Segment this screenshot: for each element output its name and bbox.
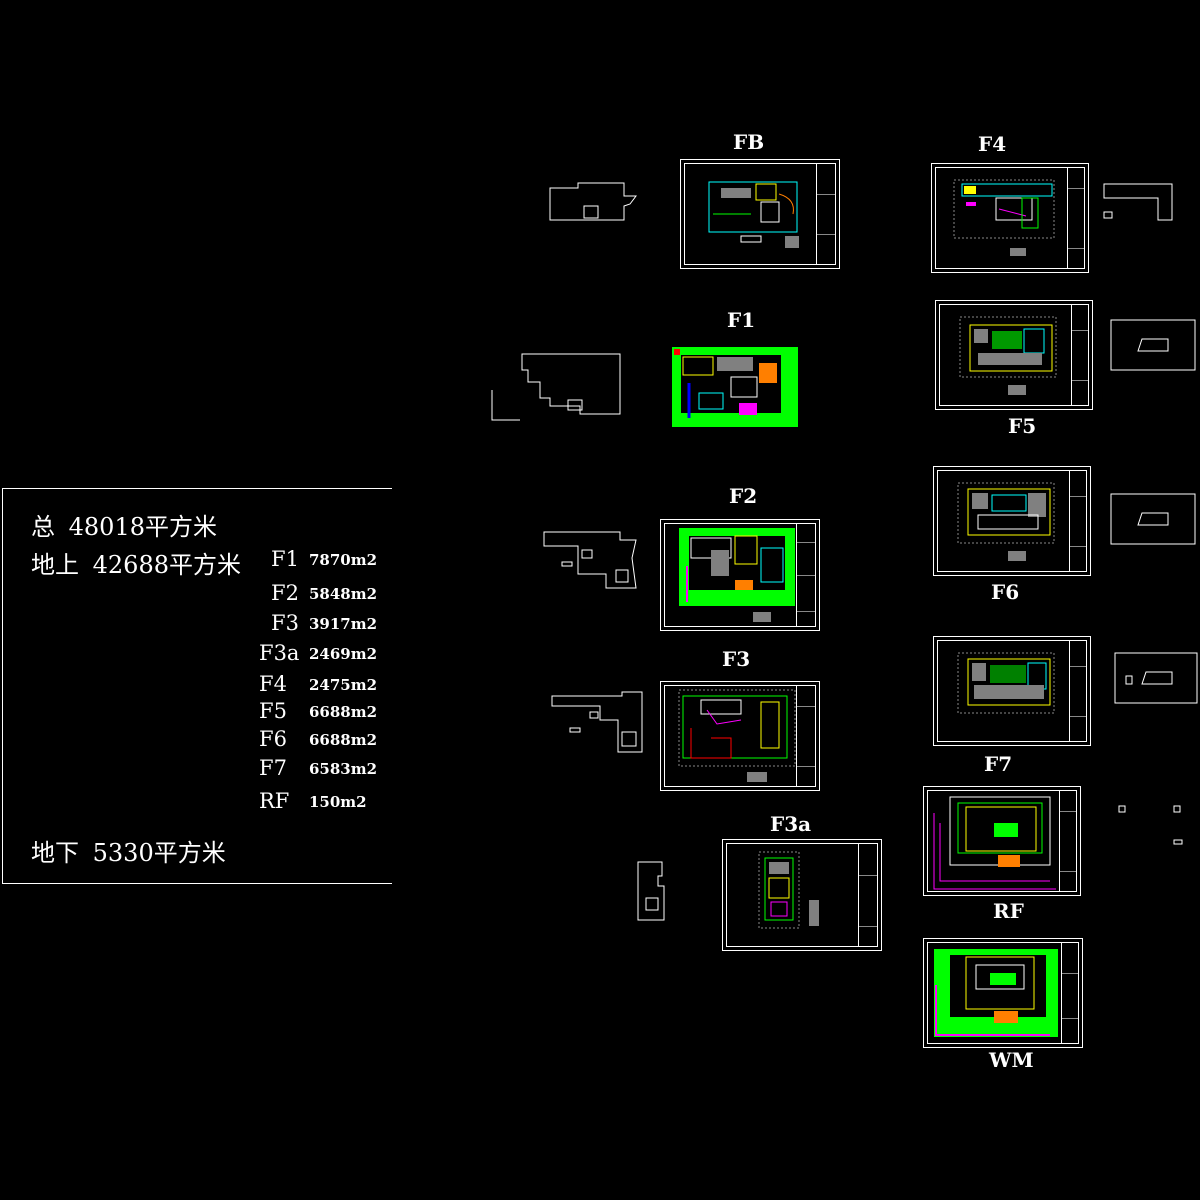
key-plan-outline-f5 <box>1110 319 1196 371</box>
floor-area: 6583m2 <box>309 760 378 778</box>
total-area-line: 总 48018平方米 <box>31 507 217 542</box>
key-plan-outline-rf <box>1118 805 1183 845</box>
floor-name: F2 <box>271 581 299 605</box>
floor-name: F4 <box>259 672 287 696</box>
drawing-sheet-f4[interactable] <box>931 163 1089 273</box>
sheet-label-f1[interactable]: F1 <box>727 308 756 332</box>
floor-area: 7870m2 <box>309 551 378 569</box>
drawing-sheet-f7[interactable] <box>933 636 1091 746</box>
floor-name: F1 <box>271 547 299 571</box>
key-plan-outline-f7 <box>1114 652 1198 704</box>
above-ground-area-line: 地上 42688平方米 <box>31 545 241 580</box>
floor-area: 6688m2 <box>309 731 378 749</box>
drawing-sheet-f3[interactable] <box>660 681 820 791</box>
drawing-sheet-f3a[interactable] <box>722 839 882 951</box>
sheet-label-wm[interactable]: WM <box>989 1048 1034 1072</box>
key-plan-outline-fb <box>549 182 637 221</box>
floor-area: 6688m2 <box>309 703 378 721</box>
key-plan-outline-f1 <box>491 353 621 421</box>
key-plan-outline-f6 <box>1110 493 1196 545</box>
below-ground-value: 5330平方米 <box>92 839 226 867</box>
sheet-label-fb[interactable]: FB <box>733 130 765 154</box>
sheet-label-f6[interactable]: F6 <box>991 580 1020 604</box>
floor-area: 150m2 <box>309 793 367 811</box>
sheet-label-f4[interactable]: F4 <box>978 132 1007 156</box>
sheet-label-rf[interactable]: RF <box>993 899 1024 923</box>
drawing-sheet-f5[interactable] <box>935 300 1093 410</box>
below-ground-label: 地下 <box>31 839 79 867</box>
floor-name: F5 <box>259 699 287 723</box>
drawing-sheet-f6[interactable] <box>933 466 1091 576</box>
key-plan-outline-f2 <box>543 531 637 589</box>
above-ground-label: 地上 <box>31 551 79 579</box>
drawing-plan-f1[interactable] <box>669 343 804 431</box>
sheet-label-f7[interactable]: F7 <box>984 752 1013 776</box>
above-ground-value: 42688平方米 <box>92 551 241 579</box>
below-ground-area-line: 地下 5330平方米 <box>31 833 226 868</box>
floor-area: 2469m2 <box>309 645 378 663</box>
floor-name: F3 <box>271 611 299 635</box>
floor-area: 2475m2 <box>309 676 378 694</box>
sheet-label-f5[interactable]: F5 <box>1008 414 1037 438</box>
key-plan-outline-f4 <box>1103 183 1173 221</box>
floor-area: 5848m2 <box>309 585 378 603</box>
floor-name: RF <box>259 789 290 813</box>
sheet-label-f2[interactable]: F2 <box>729 484 758 508</box>
sheet-label-f3[interactable]: F3 <box>722 647 751 671</box>
drawing-sheet-f2[interactable] <box>660 519 820 631</box>
sheet-label-f3a[interactable]: F3a <box>770 812 812 836</box>
drawing-sheet-wm[interactable] <box>923 938 1083 1048</box>
total-area-value: 48018平方米 <box>68 513 217 541</box>
floor-name: F6 <box>259 727 287 751</box>
total-area-label: 总 <box>31 513 55 541</box>
key-plan-outline-f3 <box>551 691 643 753</box>
floor-area: 3917m2 <box>309 615 378 633</box>
drawing-sheet-rf[interactable] <box>923 786 1081 896</box>
drawing-sheet-fb[interactable] <box>680 159 840 269</box>
floor-name: F7 <box>259 756 287 780</box>
floor-name: F3a <box>259 641 300 665</box>
area-summary-panel: 总 48018平方米 地上 42688平方米 F1 7870m2 F2 5848… <box>2 488 392 884</box>
key-plan-outline-f3a <box>637 861 665 921</box>
